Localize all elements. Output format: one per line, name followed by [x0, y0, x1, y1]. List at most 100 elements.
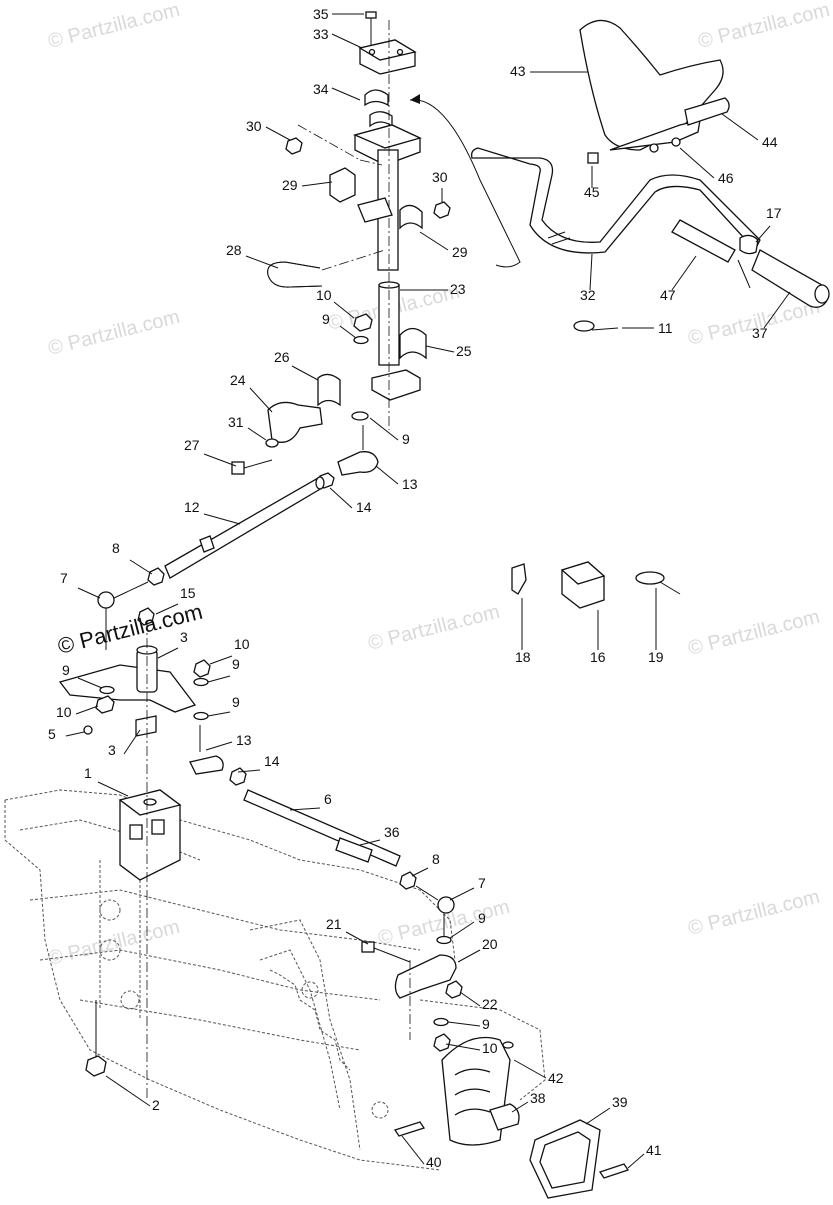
callout-leader-line	[369, 417, 399, 441]
callout-leader-line	[301, 181, 333, 187]
callout-leader-line	[331, 87, 361, 101]
callout-leader-line	[345, 931, 369, 945]
watermark-text: © Partzilla.com	[46, 306, 182, 360]
tie-rod-upper	[97, 476, 325, 650]
callout-leader-line	[105, 1075, 151, 1107]
callout-number-47: 47	[660, 287, 676, 303]
callout-number-29: 29	[452, 244, 468, 260]
callout-number-2: 2	[152, 1097, 160, 1113]
callout-number-9: 9	[402, 431, 410, 447]
callout-leader-line	[755, 225, 771, 243]
callout-leader-line	[627, 1153, 645, 1169]
callout-leader-line	[671, 255, 697, 291]
callout-number-27: 27	[184, 437, 200, 453]
callout-number-1: 1	[84, 765, 92, 781]
callout-leader-line	[447, 1021, 481, 1027]
loose-parts	[511, 320, 681, 609]
callout-number-18: 18	[515, 649, 531, 665]
callout-leader-line	[449, 887, 475, 901]
callout-number-14: 14	[356, 499, 372, 515]
callout-number-42: 42	[548, 1070, 564, 1086]
callout-number-41: 41	[646, 1142, 662, 1158]
callout-leader-line	[763, 291, 791, 329]
callout-leader-line	[513, 1059, 547, 1079]
callout-number-13: 13	[402, 476, 418, 492]
callout-number-36: 36	[384, 824, 400, 840]
callout-leader-line	[65, 731, 85, 737]
callout-leader-line	[411, 867, 429, 877]
callout-leader-line	[333, 301, 355, 319]
steering-column	[231, 11, 451, 489]
callout-leader-line	[203, 513, 241, 525]
callout-leader-line	[459, 991, 481, 1007]
callout-number-37: 37	[752, 325, 768, 341]
watermark-text: © Partzilla.com	[686, 886, 822, 940]
callout-leader-line	[249, 387, 273, 413]
callout-leader-line	[207, 711, 231, 717]
callout-leader-line	[331, 33, 363, 49]
tie-rod-lower	[189, 755, 455, 945]
long-bolt	[85, 1000, 107, 1077]
callout-leader-line	[77, 677, 103, 689]
callout-number-24: 24	[230, 372, 246, 388]
callout-number-10: 10	[482, 1040, 498, 1056]
callout-number-35: 35	[313, 6, 329, 22]
steering-plate	[58, 620, 211, 1100]
steering-boot	[393, 1036, 520, 1146]
callout-number-9: 9	[482, 1016, 490, 1032]
callout-leader-line	[449, 921, 475, 939]
callout-leader-line	[265, 126, 291, 141]
watermark-text: © Partzilla.com	[46, 916, 182, 970]
callout-leader-line	[589, 253, 593, 291]
callout-leader-line	[291, 365, 319, 381]
callout-number-9: 9	[478, 910, 486, 926]
callout-number-10: 10	[234, 636, 250, 652]
callout-number-21: 21	[326, 916, 342, 932]
callout-number-46: 46	[718, 170, 734, 186]
callout-leader-line	[679, 147, 715, 179]
callout-leader-line	[237, 769, 261, 773]
callout-number-33: 33	[313, 26, 329, 42]
steering-arm	[361, 941, 463, 1052]
callout-number-11: 11	[658, 320, 673, 336]
handlebar-pad	[409, 19, 730, 268]
callout-leader-line	[585, 1107, 611, 1125]
callout-number-45: 45	[584, 184, 600, 200]
callout-leader-line	[203, 453, 237, 467]
support-bracket	[118, 789, 182, 881]
callout-number-12: 12	[184, 499, 200, 515]
callout-leader-line	[75, 705, 99, 715]
callout-number-8: 8	[432, 851, 440, 867]
callout-leader-line	[209, 655, 233, 665]
callout-leader-line	[123, 729, 141, 755]
callout-leader-line	[425, 345, 455, 353]
callout-number-19: 19	[648, 649, 664, 665]
callout-number-8: 8	[112, 540, 120, 556]
cover-plate	[529, 1119, 630, 1199]
callout-number-29: 29	[282, 177, 298, 193]
callout-number-13: 13	[236, 732, 252, 748]
callout-leader-line	[247, 427, 267, 441]
callout-leader-line	[289, 807, 321, 811]
callout-number-39: 39	[612, 1094, 628, 1110]
callout-number-38: 38	[530, 1090, 546, 1106]
callout-number-26: 26	[274, 349, 290, 365]
callout-number-20: 20	[482, 936, 498, 952]
callout-leader-line	[97, 781, 129, 797]
callout-number-9: 9	[232, 694, 240, 710]
callout-number-44: 44	[762, 134, 778, 150]
callout-leader-line	[205, 741, 233, 751]
watermark-text: © Partzilla.com	[686, 296, 822, 350]
watermark-text: © Partzilla.com	[686, 606, 822, 660]
callout-number-9: 9	[62, 662, 70, 678]
handlebar	[470, 147, 830, 308]
callout-leader-line	[329, 487, 353, 509]
callout-number-31: 31	[228, 414, 244, 430]
callout-leader-line	[339, 325, 357, 339]
callout-number-30: 30	[432, 169, 448, 185]
callout-number-40: 40	[426, 1154, 442, 1170]
callout-number-10: 10	[316, 287, 332, 303]
callout-number-25: 25	[456, 343, 472, 359]
